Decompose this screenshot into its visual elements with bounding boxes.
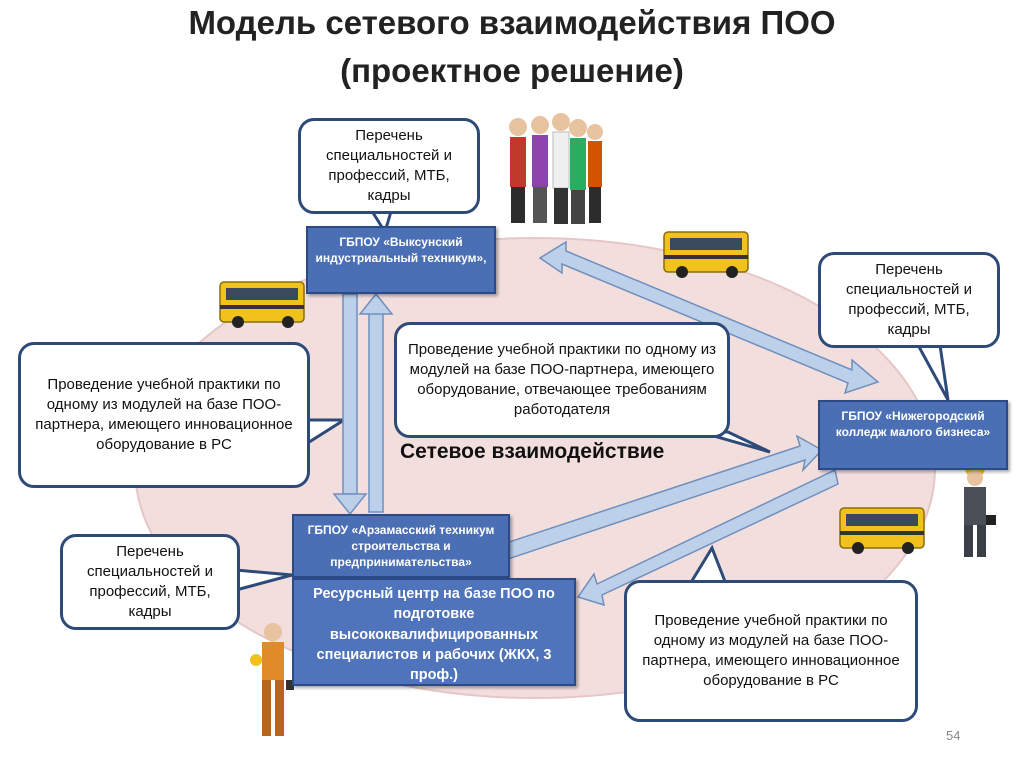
callout-left-list: Перечень специальностей и профессий, МТБ… xyxy=(60,534,240,630)
callout-right-practice: Проведение учебной практики по одному из… xyxy=(624,580,918,722)
resource-center-box: Ресурсный центр на базе ПОО по подготовк… xyxy=(292,578,576,686)
callout-center-practice: Проведение учебной практики по одному из… xyxy=(394,322,730,438)
worker-image-right xyxy=(964,458,996,557)
title-line-1: Модель сетевого взаимодействия ПОО xyxy=(188,4,836,41)
arrow-vyksa-nizhny xyxy=(538,240,880,395)
arrow-arzamas-nizhny xyxy=(499,434,824,561)
arrow-arzamas-to-vyksa xyxy=(358,292,394,513)
node-nizhny-college: ГБПОУ «Нижегородский колледж малого бизн… xyxy=(818,400,1008,470)
bus-icon-left xyxy=(219,281,305,328)
callout-left-practice: Проведение учебной практики по одному из… xyxy=(18,342,310,488)
network-interaction-label: Сетевое взаимодействие xyxy=(400,440,665,463)
worker-image-left xyxy=(250,623,294,736)
professionals-group-image xyxy=(509,113,603,224)
arrow-vyksa-to-arzamas xyxy=(332,293,368,516)
node-vyksa-technical-school: ГБПОУ «Выксунский индустриальный технику… xyxy=(306,226,496,294)
callout-tail-right xyxy=(915,343,950,401)
page-number: 54 xyxy=(946,728,961,743)
title-line-2: (проектное решение) xyxy=(340,52,684,89)
bus-icon-top xyxy=(663,231,749,278)
node-arzamas-technical-school: ГБПОУ «Арзамасский техникум строительств… xyxy=(292,514,510,578)
callout-top-list: Перечень специальностей и профессий, МТБ… xyxy=(298,118,480,214)
arrow-nizhny-resource xyxy=(576,468,839,607)
callout-right-list: Перечень специальностей и профессий, МТБ… xyxy=(818,252,1000,348)
bus-icon-right xyxy=(839,507,925,554)
